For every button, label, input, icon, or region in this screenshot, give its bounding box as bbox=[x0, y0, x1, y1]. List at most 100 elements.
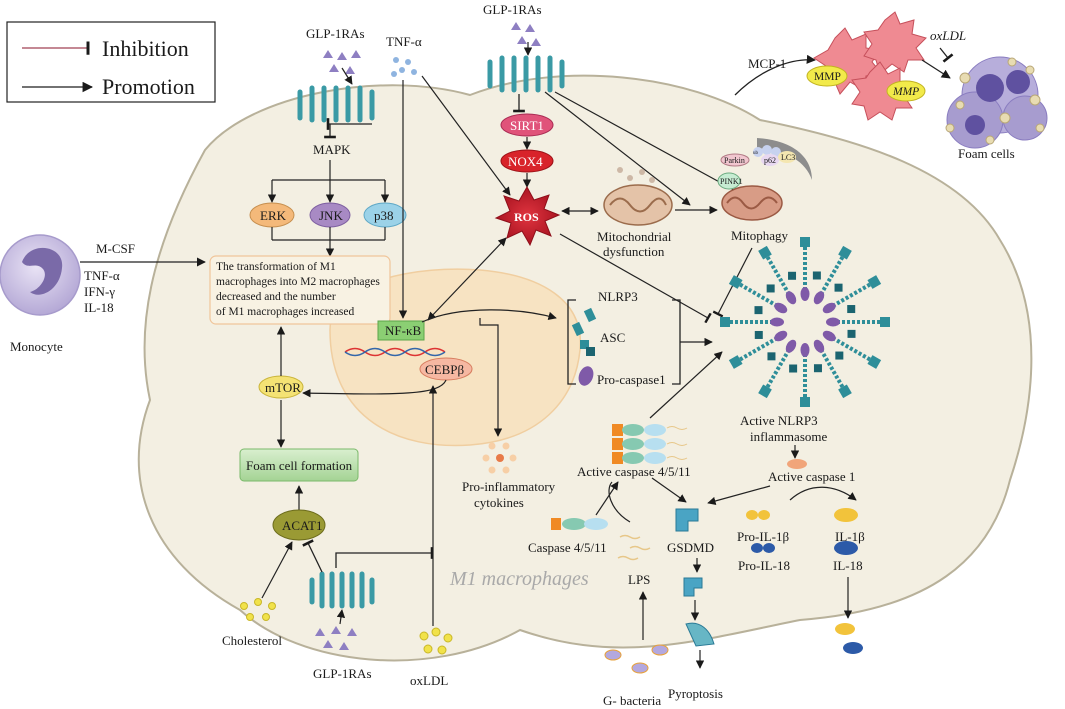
ros-burst bbox=[494, 185, 561, 247]
activated-macrophages-top bbox=[813, 11, 927, 121]
transformation-line-4: of M1 macrophages increased bbox=[216, 306, 355, 318]
active-caspase-complex bbox=[612, 424, 688, 464]
glp1-label-bottom: GLP-1RAs bbox=[313, 666, 372, 681]
cytokine-il18: IL-18 bbox=[84, 300, 114, 315]
cebpb-label: CEBPβ bbox=[425, 362, 465, 377]
inflammasome-nlrp3-head bbox=[728, 275, 743, 289]
pro-inflammatory-line2: cytokines bbox=[474, 495, 524, 510]
mito-dysfunction-line2: dysfunction bbox=[603, 244, 665, 259]
glp1-receptor-top-left bbox=[297, 85, 375, 123]
il1b-label: IL-1β bbox=[835, 529, 865, 544]
mitophagy-complex: Parkin ub p62 LC3 PINK1 bbox=[717, 138, 812, 221]
transformation-line-2: macrophages into M2 macrophages bbox=[216, 276, 380, 288]
il18-label: IL-18 bbox=[833, 558, 863, 573]
mcsf-label: M-CSF bbox=[96, 241, 135, 256]
tnf-alpha-label: TNF-α bbox=[386, 34, 422, 49]
nucleus bbox=[329, 268, 582, 447]
mcp1-label: MCP-1 bbox=[748, 56, 786, 71]
mitophagy-label: Mitophagy bbox=[731, 228, 789, 243]
glp1-label-top-center: GLP-1RAs bbox=[483, 2, 542, 17]
erk-label: ERK bbox=[260, 208, 287, 223]
inflammasome-caspase1 bbox=[813, 291, 825, 305]
mtor-label: mTOR bbox=[265, 380, 301, 395]
foam-cell-formation-label: Foam cell formation bbox=[246, 458, 353, 473]
inflammasome-asc bbox=[835, 351, 844, 360]
pro-inflammatory-line1: Pro-inflammatory bbox=[462, 479, 556, 494]
inflammasome-asc bbox=[812, 271, 821, 280]
lps-label: LPS bbox=[628, 572, 650, 587]
inflammasome-nlrp3-head bbox=[800, 397, 810, 407]
inflammasome-caspase1 bbox=[800, 287, 810, 301]
inflammasome-asc bbox=[754, 306, 763, 315]
glp1-receptor-bottom bbox=[309, 571, 375, 609]
caspase-inactive-label: Caspase 4/5/11 bbox=[528, 540, 607, 555]
inflammasome-nlrp3-head bbox=[867, 355, 882, 369]
pyroptosis-label: Pyroptosis bbox=[668, 686, 723, 701]
nfkb-label: NF-κB bbox=[385, 323, 421, 338]
inflammasome-caspase1 bbox=[774, 330, 788, 342]
active-caspase-label: Active caspase 4/5/11 bbox=[577, 464, 691, 479]
glp1-dots-bottom bbox=[315, 626, 357, 650]
inflammasome-asc bbox=[789, 364, 798, 373]
inflammasome-caspase1 bbox=[800, 343, 810, 357]
cholesterol-label: Cholesterol bbox=[222, 633, 282, 648]
inflammasome-caspase1 bbox=[785, 339, 797, 353]
mito-dysfunction-line1: Mitochondrial bbox=[597, 229, 672, 244]
caspase-inactive bbox=[551, 518, 608, 530]
foam-cells-cluster bbox=[945, 56, 1048, 149]
inflammasome-caspase1 bbox=[785, 291, 797, 305]
lc3-label: LC3 bbox=[781, 153, 795, 162]
procaspase1-icon bbox=[578, 366, 594, 386]
inflammasome-caspase1 bbox=[822, 330, 836, 342]
legend: Inhibition Promotion bbox=[6, 21, 216, 103]
asc-icon bbox=[580, 340, 595, 356]
gsdmd-icon bbox=[675, 508, 699, 532]
mmp-label-1: MMP bbox=[814, 71, 841, 83]
inflammasome-asc bbox=[754, 330, 763, 339]
inflammasome-nlrp3-head bbox=[880, 317, 890, 327]
active-nlrp3-inflammasome bbox=[720, 237, 890, 407]
inflammasome-nlrp3-head bbox=[800, 237, 810, 247]
nlrp3-label: NLRP3 bbox=[598, 289, 638, 304]
active-inflammasome-line1: Active NLRP3 bbox=[740, 413, 818, 428]
inflammasome-nlrp3-head bbox=[720, 317, 730, 327]
inflammasome-asc bbox=[767, 352, 776, 361]
parkin-label: Parkin bbox=[724, 156, 745, 165]
inflammasome-asc bbox=[788, 271, 797, 280]
glp1-label-top-left: GLP-1RAs bbox=[306, 26, 365, 41]
pro-il18-label: Pro-IL-18 bbox=[738, 558, 790, 573]
jnk-label: JNK bbox=[319, 208, 343, 223]
ub-label-1: ub bbox=[753, 151, 759, 156]
nlrp3-icon bbox=[571, 307, 597, 337]
pink1-label: PINK1 bbox=[720, 177, 743, 186]
p38-label: p38 bbox=[374, 208, 394, 223]
glp1-receptor-top-center bbox=[487, 55, 565, 93]
inflammasome-caspase1 bbox=[813, 339, 825, 353]
nox4-label: NOX4 bbox=[508, 154, 543, 169]
active-inflammasome-line2: inflammasome bbox=[750, 429, 827, 444]
tnf-dots bbox=[391, 57, 417, 77]
ros-label: ROS bbox=[514, 210, 539, 224]
oxldl-label-bottom: oxLDL bbox=[410, 673, 448, 688]
inflammasome-nlrp3-head bbox=[838, 384, 852, 399]
inflammasome-asc bbox=[847, 329, 856, 338]
legend-promotion: Promotion bbox=[102, 74, 195, 99]
dna-helix bbox=[344, 347, 446, 357]
glp1-dots-top-left bbox=[323, 50, 361, 74]
g-bacteria-label: G- bacteria bbox=[603, 693, 661, 708]
inflammasome-caspase1 bbox=[770, 317, 784, 327]
pro-il18-icon bbox=[751, 543, 775, 553]
mitochondrion-damaged bbox=[603, 167, 673, 226]
inflammasome-nlrp3-head bbox=[867, 275, 882, 289]
active-caspase1-label: Active caspase 1 bbox=[768, 469, 855, 484]
glp1-dots-top-center bbox=[511, 22, 541, 46]
pro-il1b-label: Pro-IL-1β bbox=[737, 529, 789, 544]
inflammasome-nlrp3-head bbox=[758, 384, 772, 399]
lps-strands bbox=[617, 534, 651, 561]
g-bacteria-icons bbox=[604, 644, 669, 674]
legend-inhibition: Inhibition bbox=[102, 36, 189, 61]
transformation-line-1: The transformation of M1 bbox=[216, 261, 336, 273]
cholesterol-dots bbox=[240, 598, 276, 621]
procaspase1-label: Pro-caspase1 bbox=[597, 372, 666, 387]
